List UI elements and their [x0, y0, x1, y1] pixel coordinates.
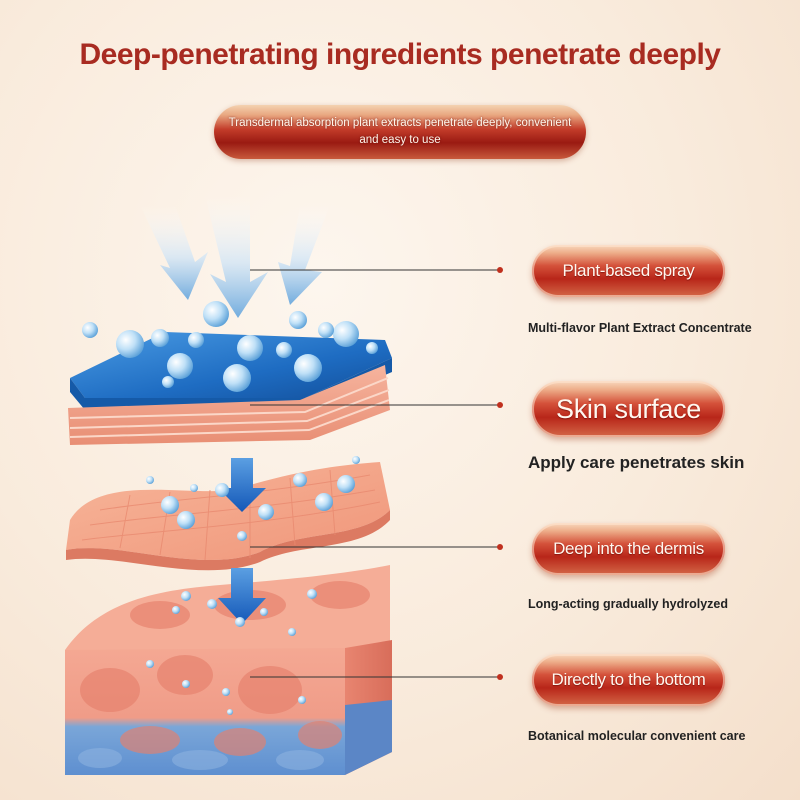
label-plant-based-spray: Plant-based spray [532, 245, 725, 297]
droplet-icon [82, 301, 378, 715]
subcutaneous-block [65, 565, 392, 775]
connector-spray [250, 267, 503, 273]
subtitle-text: Transdermal absorption plant extracts pe… [228, 117, 572, 146]
connector-bottom [250, 674, 503, 680]
subtitle-banner: Transdermal absorption plant extracts pe… [214, 105, 586, 159]
connector-skin-surface [250, 402, 503, 408]
label-directly-to-bottom: Directly to the bottom [532, 654, 725, 706]
connector-dermis [250, 544, 503, 550]
caption-skin-surface: Apply care penetrates skin [528, 453, 745, 472]
label-skin-surface: Skin surface [532, 381, 725, 437]
down-arrow-icon [218, 568, 266, 624]
caption-directly-to-bottom: Botanical molecular convenient care [528, 729, 746, 743]
down-arrow-icon [218, 458, 266, 512]
caption-deep-into-dermis: Long-acting gradually hydrolyzed [528, 597, 729, 611]
label-deep-into-dermis: Deep into the dermis [532, 523, 725, 575]
page-title: Deep-penetrating ingredients penetrate d… [79, 38, 721, 71]
skin-surface-layer [68, 365, 390, 445]
caption-plant-based-spray: Multi-flavor Plant Extract Concentrate [528, 321, 752, 335]
spray-stream-arrow-icon [140, 195, 330, 318]
